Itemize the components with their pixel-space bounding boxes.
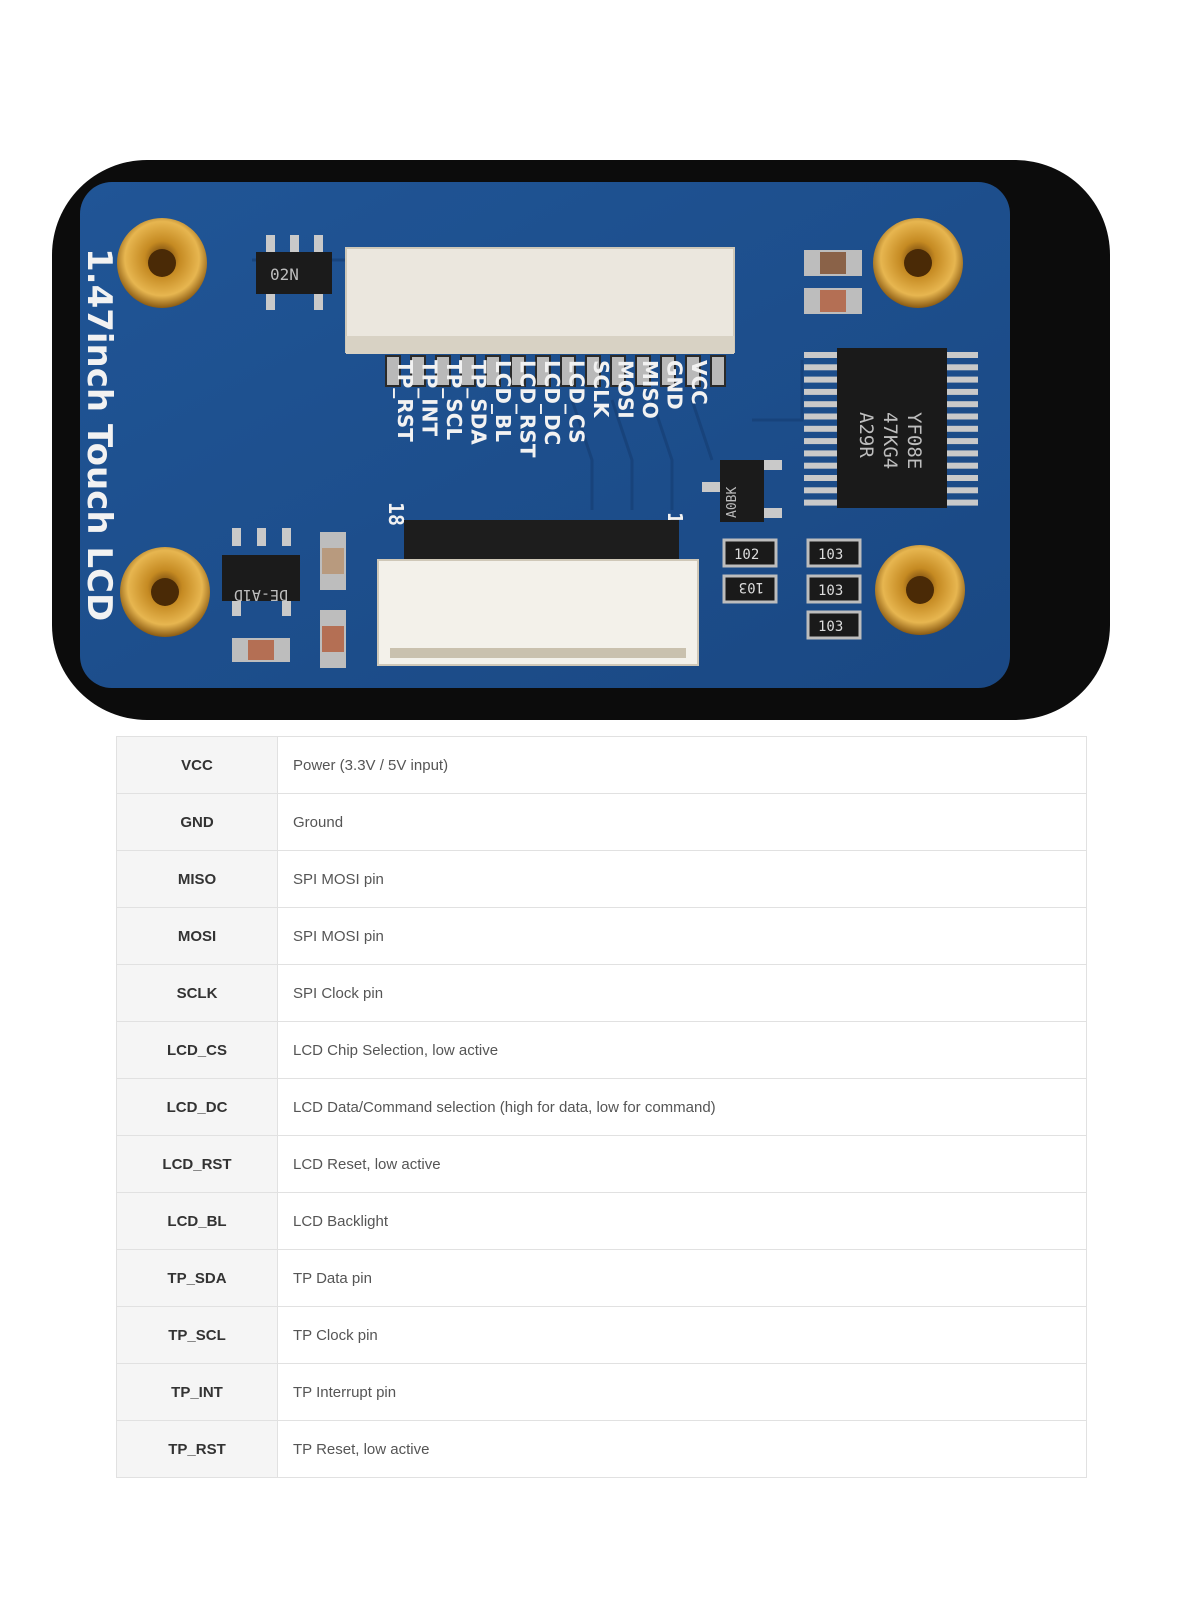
silkscreen-pin-label: LCD_DC	[540, 360, 564, 445]
pin-name: LCD_BL	[116, 1192, 278, 1250]
silkscreen-pin-label: LCD_RST	[516, 360, 540, 458]
pin-description: SPI Clock pin	[277, 964, 1087, 1022]
mount-hole-top-right	[873, 218, 963, 308]
resistor-2: 103	[806, 538, 862, 568]
small-ic: A0BK	[702, 460, 782, 522]
pin-description: LCD Backlight	[277, 1192, 1087, 1250]
table-row: TP_RST TP Reset, low active	[116, 1420, 1087, 1478]
pin-description: SPI MOSI pin	[277, 850, 1087, 908]
table-row: GND Ground	[116, 793, 1087, 851]
pin-name: SCLK	[116, 964, 278, 1022]
capacitors	[232, 250, 862, 668]
pin-description: Power (3.3V / 5V input)	[277, 736, 1087, 794]
mount-hole-bottom-right	[875, 545, 965, 635]
pin-description: SPI MOSI pin	[277, 907, 1087, 965]
mount-hole-top-left	[117, 218, 207, 308]
svg-text:A0BK: A0BK	[725, 487, 740, 518]
pinout-table: VCC Power (3.3V / 5V input) GND Ground M…	[116, 736, 1087, 1478]
pin-name: MISO	[116, 850, 278, 908]
table-row: LCD_CS LCD Chip Selection, low active	[116, 1021, 1087, 1079]
pin-description: Ground	[277, 793, 1087, 851]
svg-text:02N: 02N	[270, 265, 299, 284]
table-row: MISO SPI MOSI pin	[116, 850, 1087, 908]
pin-name: LCD_CS	[116, 1021, 278, 1079]
regulator-bottom: DE-A1D	[222, 528, 300, 616]
pin-description: TP Interrupt pin	[277, 1363, 1087, 1421]
table-row: MOSI SPI MOSI pin	[116, 907, 1087, 965]
table-row: LCD_BL LCD Backlight	[116, 1192, 1087, 1250]
resistor-3: 103	[722, 574, 778, 604]
silkscreen-pin-label: GND	[663, 360, 687, 410]
pin-description: LCD Reset, low active	[277, 1135, 1087, 1193]
pin-description: TP Reset, low active	[277, 1420, 1087, 1478]
resistor-1: 102	[722, 538, 778, 568]
silkscreen-pin-label: TP_INT	[418, 360, 442, 436]
pin-name: MOSI	[116, 907, 278, 965]
pin-name: VCC	[116, 736, 278, 794]
svg-text:103: 103	[818, 547, 843, 563]
pin-name: TP_INT	[116, 1363, 278, 1421]
silkscreen-pin-label: TP_SCL	[442, 360, 466, 440]
connector-pins	[385, 355, 726, 387]
regulator-top: 02N	[256, 235, 332, 310]
silkscreen-pin-label: MOSI	[614, 360, 638, 419]
board-title: 1.47inch Touch LCD	[79, 248, 119, 621]
pin-name: TP_RST	[116, 1420, 278, 1478]
pin-description: TP Data pin	[277, 1249, 1087, 1307]
svg-text:103: 103	[818, 619, 843, 635]
table-row: LCD_RST LCD Reset, low active	[116, 1135, 1087, 1193]
svg-text:YF08E: YF08E	[903, 412, 925, 469]
svg-text:102: 102	[734, 547, 759, 563]
svg-text:A29R: A29R	[855, 412, 877, 458]
svg-text:DE-A1D: DE-A1D	[234, 586, 288, 604]
main-ic: YF08E 47KG4 A29R	[804, 348, 978, 508]
table-row: VCC Power (3.3V / 5V input)	[116, 736, 1087, 794]
board-photo: 1.47inch Touch LCD VCCGNDMISOMOSISCLKLCD…	[52, 160, 1110, 720]
resistor-4: 103	[806, 574, 862, 604]
pin-labels-silkscreen: VCCGNDMISOMOSISCLKLCD_CSLCD_DCLCD_RSTLCD…	[393, 360, 711, 458]
pin-name: TP_SCL	[116, 1306, 278, 1364]
table-row: TP_INT TP Interrupt pin	[116, 1363, 1087, 1421]
top-fpc-connector	[345, 247, 735, 354]
pin-description: LCD Data/Command selection (high for dat…	[277, 1078, 1087, 1136]
pin-name: LCD_RST	[116, 1135, 278, 1193]
svg-text:103: 103	[818, 583, 843, 599]
pin-description: TP Clock pin	[277, 1306, 1087, 1364]
bottom-fpc-connector	[377, 520, 699, 666]
silkscreen-pin-label: SCLK	[589, 360, 613, 419]
silkscreen-pin-label: TP_SDA	[467, 360, 491, 445]
svg-text:103: 103	[739, 579, 764, 595]
silkscreen-pin-label: LCD_CS	[565, 360, 589, 443]
pin-name: GND	[116, 793, 278, 851]
silkscreen-pin-label: VCC	[687, 360, 711, 405]
silkscreen-pin-label: MISO	[638, 360, 662, 419]
table-row: TP_SCL TP Clock pin	[116, 1306, 1087, 1364]
silkscreen-pin-label: LCD_BL	[491, 360, 515, 442]
pin-description: LCD Chip Selection, low active	[277, 1021, 1087, 1079]
resistor-5: 103	[806, 610, 862, 640]
svg-text:47KG4: 47KG4	[879, 412, 901, 469]
silkscreen-pin-label: TP_RST	[393, 360, 417, 442]
pin-name: TP_SDA	[116, 1249, 278, 1307]
table-row: LCD_DC LCD Data/Command selection (high …	[116, 1078, 1087, 1136]
pin-name: LCD_DC	[116, 1078, 278, 1136]
table-row: SCLK SPI Clock pin	[116, 964, 1087, 1022]
mount-hole-bottom-left	[120, 547, 210, 637]
table-row: TP_SDA TP Data pin	[116, 1249, 1087, 1307]
